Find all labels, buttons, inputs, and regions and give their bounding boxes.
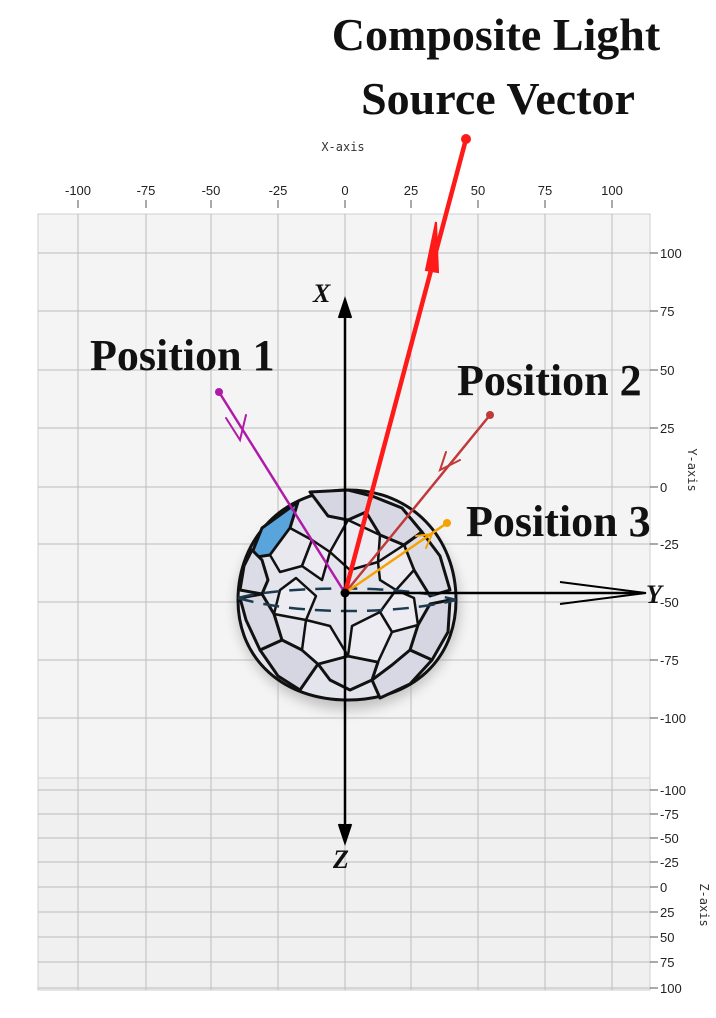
position3-arrowhead xyxy=(415,532,434,549)
position2-arrowhead xyxy=(438,451,461,472)
z-axis-arrowhead xyxy=(337,823,353,846)
ball-face xyxy=(272,576,318,622)
y-tick-label: 50 xyxy=(660,363,674,378)
z-tick-label: 100 xyxy=(660,981,682,996)
top-tick-label: 25 xyxy=(404,183,418,198)
ball-face xyxy=(300,538,332,582)
z-axis-letter: Z xyxy=(332,845,349,874)
position2-endpoint xyxy=(486,411,494,419)
z-tick-label: -100 xyxy=(660,783,686,798)
y-tick-label: -100 xyxy=(660,711,686,726)
z-tick-label: 25 xyxy=(660,905,674,920)
title-line2: Source Vector xyxy=(361,73,635,124)
top-tick-label: -25 xyxy=(269,183,288,198)
top-tick-label: 0 xyxy=(341,183,348,198)
position2-label: Position 2 xyxy=(457,356,642,405)
position2-vector xyxy=(343,413,492,595)
z-tick-label: -50 xyxy=(660,831,679,846)
composite-arrowhead xyxy=(424,221,440,274)
y-tick-label: -50 xyxy=(660,595,679,610)
composite-endpoint xyxy=(461,134,471,144)
x-axis-arrowhead xyxy=(337,296,353,319)
y-axis-arrowhead xyxy=(559,581,647,605)
position1-label: Position 1 xyxy=(90,331,275,380)
x-axis-name: X-axis xyxy=(321,140,364,154)
position3-endpoint xyxy=(443,519,451,527)
ball-face xyxy=(346,610,394,664)
y-tick-label: 0 xyxy=(660,480,667,495)
composite-vector xyxy=(342,136,469,596)
z-tick-label: 75 xyxy=(660,955,674,970)
top-tick-label: -75 xyxy=(137,183,156,198)
y-axis-name: Y-axis xyxy=(685,448,699,491)
top-tick-label: -50 xyxy=(202,183,221,198)
ball-face xyxy=(238,548,270,596)
title-line1: Composite Light xyxy=(332,9,661,60)
position1-arrowhead xyxy=(225,414,247,443)
y-tick-label: 25 xyxy=(660,421,674,436)
y-tick-label: -25 xyxy=(660,537,679,552)
y-tick-labels: 100 75 50 25 0 -25 -50 -75 -100 xyxy=(650,246,686,726)
z-tick-label: -25 xyxy=(660,855,679,870)
top-tick-label: 100 xyxy=(601,183,623,198)
y-tick-label: 75 xyxy=(660,304,674,319)
position1-vector xyxy=(217,390,347,595)
ball-face xyxy=(378,588,420,634)
z-tick-labels: -100 -75 -50 -25 0 25 50 75 100 xyxy=(650,783,686,996)
coordinate-axes xyxy=(337,296,647,846)
position3-label: Position 3 xyxy=(466,497,651,546)
ball-face xyxy=(328,518,382,572)
top-tick-label: 50 xyxy=(471,183,485,198)
z-axis-name: Z-axis xyxy=(697,883,711,926)
z-tick-label: 0 xyxy=(660,880,667,895)
y-tick-label: 100 xyxy=(660,246,682,261)
light-vectors xyxy=(215,134,494,596)
x-axis-letter: X xyxy=(312,279,331,308)
ball-face xyxy=(376,543,416,592)
origin-point xyxy=(340,588,350,598)
z-tick-label: -75 xyxy=(660,807,679,822)
y-axis-letter: Y xyxy=(646,580,664,609)
top-tick-label: 75 xyxy=(538,183,552,198)
top-tick-label: -100 xyxy=(65,183,91,198)
top-tick-labels: -100 -75 -50 -25 0 25 50 75 100 xyxy=(65,183,623,208)
z-tick-label: 50 xyxy=(660,930,674,945)
ball-face xyxy=(300,618,350,666)
y-tick-label: -75 xyxy=(660,653,679,668)
position1-endpoint xyxy=(215,388,223,396)
